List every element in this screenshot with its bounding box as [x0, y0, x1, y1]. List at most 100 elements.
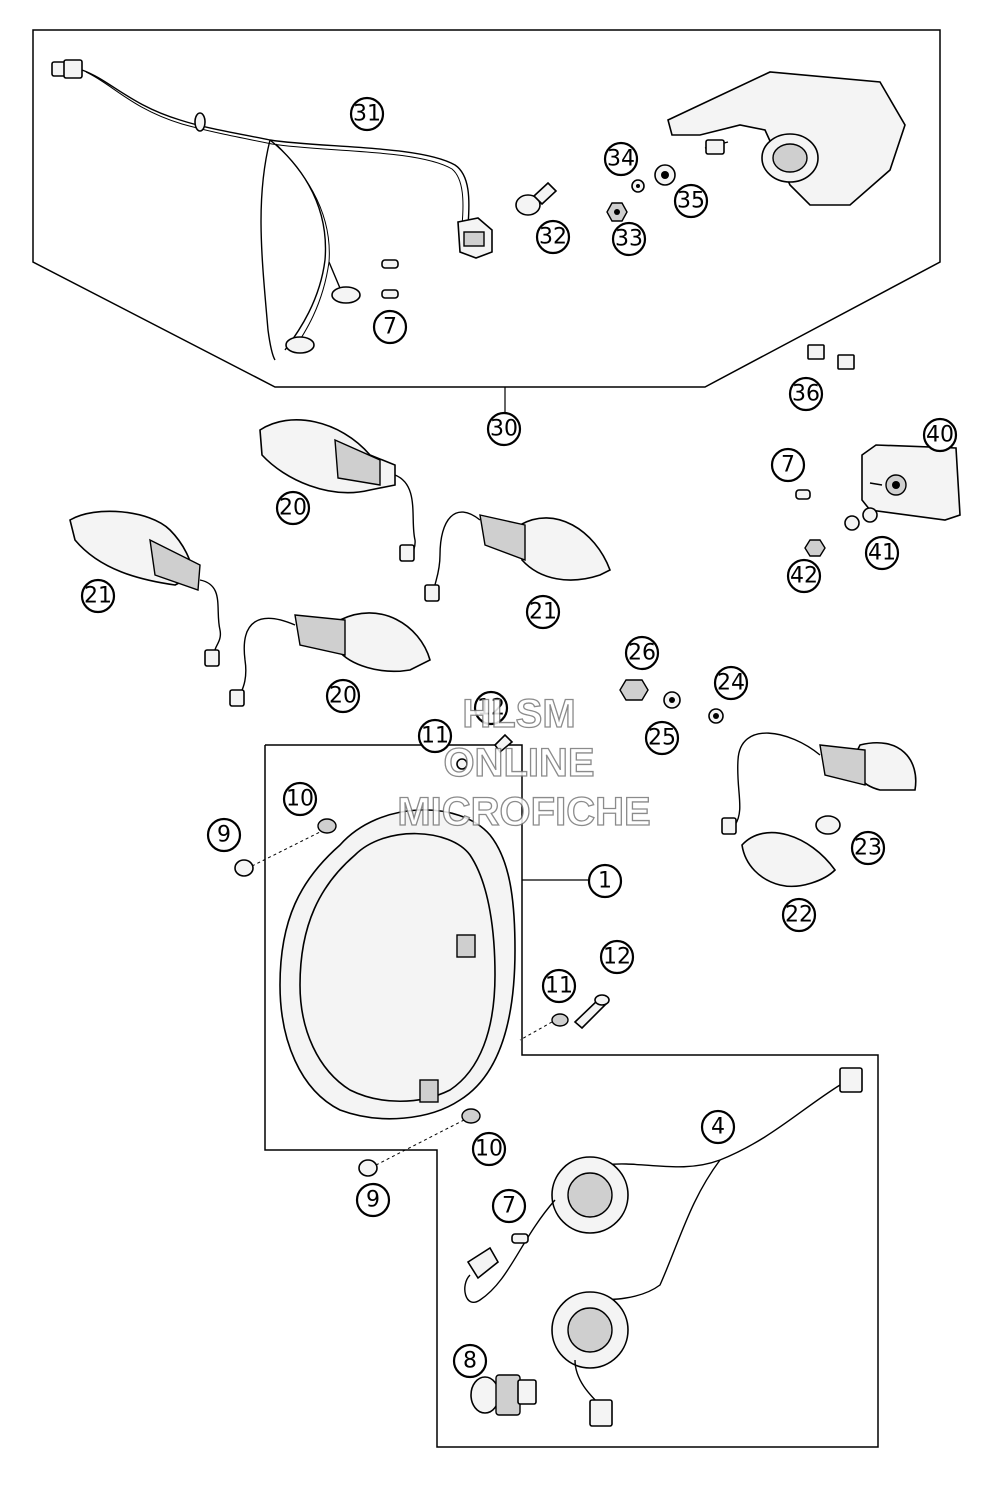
- svg-text:40: 40: [926, 423, 954, 448]
- callout-25: 25: [644, 720, 680, 756]
- cover-pads-36: [807, 344, 855, 370]
- svg-text:7: 7: [383, 315, 397, 340]
- svg-text:7: 7: [781, 453, 795, 478]
- callout-7-head: 7: [491, 1188, 527, 1224]
- svg-text:25: 25: [648, 726, 676, 751]
- washer-11-top: [456, 758, 468, 770]
- washer-34: [631, 179, 645, 193]
- callout-20-upper: 20: [275, 490, 311, 526]
- nut-26: [619, 679, 649, 701]
- callout-8: 8: [452, 1343, 488, 1379]
- turn-signal-21-left: [69, 510, 222, 667]
- callout-21-left: 21: [80, 578, 116, 614]
- svg-text:4: 4: [711, 1115, 725, 1140]
- callout-20-lower: 20: [325, 678, 361, 714]
- svg-text:23: 23: [854, 836, 882, 861]
- callout-23: 23: [850, 830, 886, 866]
- group-frame-headlight: [264, 744, 879, 1448]
- svg-text:11: 11: [545, 974, 573, 999]
- callout-7-top: 7: [372, 309, 408, 345]
- svg-text:12: 12: [477, 696, 505, 721]
- bulb-23: [815, 815, 841, 835]
- callout-11-mid: 11: [541, 968, 577, 1004]
- svg-text:8: 8: [463, 1349, 477, 1374]
- svg-text:41: 41: [868, 541, 896, 566]
- screw-9-top: [234, 831, 321, 877]
- svg-text:12: 12: [603, 945, 631, 970]
- callout-41: 41: [864, 535, 900, 571]
- headlight-wiring-harness-4: [464, 1067, 863, 1427]
- headlight-bulb-8: [470, 1374, 537, 1416]
- screw-12-top: [493, 733, 514, 754]
- svg-text:42: 42: [790, 564, 818, 589]
- turn-signal-front-right: [721, 732, 917, 835]
- svg-text:22: 22: [785, 903, 813, 928]
- washer-25: [663, 691, 681, 709]
- callout-35: 35: [673, 183, 709, 219]
- svg-text:33: 33: [615, 227, 643, 252]
- small-bulb-tail: [795, 489, 811, 500]
- svg-text:24: 24: [717, 671, 745, 696]
- screw-12-mid: [573, 994, 610, 1030]
- callout-9-low: 9: [355, 1182, 391, 1218]
- callout-12-mid: 12: [599, 939, 635, 975]
- nut-33: [606, 202, 628, 222]
- svg-text:34: 34: [607, 147, 635, 172]
- washers-41: [844, 507, 878, 531]
- callout-12-top: 12: [473, 690, 509, 726]
- svg-text:7: 7: [502, 1194, 516, 1219]
- bulb-32: [515, 181, 558, 216]
- svg-text:31: 31: [353, 102, 381, 127]
- svg-text:10: 10: [286, 787, 314, 812]
- svg-text:10: 10: [475, 1137, 503, 1162]
- callout-11-top: 11: [417, 718, 453, 754]
- washer-11-mid: [519, 1013, 569, 1041]
- callout-10-top: 10: [282, 781, 318, 817]
- callout-42: 42: [786, 558, 822, 594]
- callout-10-low: 10: [471, 1131, 507, 1167]
- svg-text:9: 9: [366, 1188, 380, 1213]
- svg-text:9: 9: [217, 823, 231, 848]
- callout-21-right: 21: [525, 594, 561, 630]
- callout-1: 1: [587, 863, 623, 899]
- washer-10-low: [461, 1108, 481, 1124]
- svg-text:32: 32: [539, 225, 567, 250]
- watermark: HLSM ONLINE MICROFICHE: [397, 691, 652, 834]
- callout-34: 34: [603, 141, 639, 177]
- callout-32: 32: [535, 219, 571, 255]
- washer-24: [708, 708, 724, 724]
- parking-bulb-7-head: [466, 1233, 529, 1280]
- callout-40: 40: [922, 417, 958, 453]
- tail-light-socket: [457, 217, 493, 259]
- svg-text:21: 21: [84, 584, 112, 609]
- callout-33: 33: [611, 221, 647, 257]
- callout-36: 36: [788, 376, 824, 412]
- svg-text:11: 11: [421, 724, 449, 749]
- callout-4: 4: [700, 1109, 736, 1145]
- callout-24: 24: [713, 665, 749, 701]
- svg-text:26: 26: [628, 641, 656, 666]
- spacer-35: [654, 164, 676, 186]
- callout-31: 31: [349, 96, 385, 132]
- callout-22: 22: [781, 897, 817, 933]
- watermark-line-2: ONLINE: [443, 741, 594, 785]
- callout-9-top: 9: [206, 817, 242, 853]
- watermark-line-3: MICROFICHE: [397, 790, 650, 834]
- lens-22: [741, 831, 837, 888]
- watermark-line-1: HLSM: [462, 692, 575, 736]
- small-bulbs-top: [285, 259, 399, 354]
- callout-30: 30: [486, 411, 522, 447]
- turn-signal-20-lower: [229, 612, 431, 707]
- callout-7-tail: 7: [770, 447, 806, 483]
- svg-text:20: 20: [279, 496, 307, 521]
- svg-text:20: 20: [329, 684, 357, 709]
- svg-text:1: 1: [598, 869, 612, 894]
- tail-light-housing: [667, 71, 906, 206]
- svg-text:21: 21: [529, 600, 557, 625]
- license-plate-light-40: [861, 444, 961, 521]
- callout-26: 26: [624, 635, 660, 671]
- headlight-unit-1: [279, 809, 590, 1120]
- tail-light-wiring-harness: [51, 59, 470, 361]
- screw-9-low: [358, 1119, 465, 1177]
